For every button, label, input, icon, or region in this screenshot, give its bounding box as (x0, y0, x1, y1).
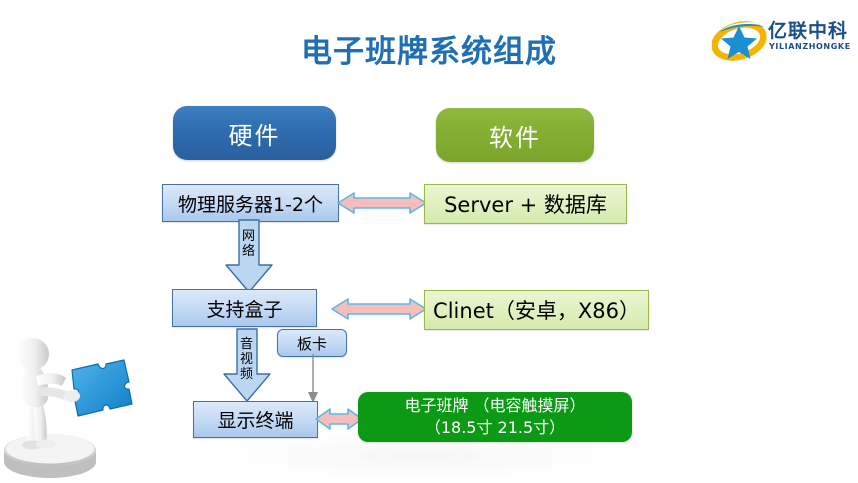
decorative-figure-puzzle (2, 330, 134, 480)
node-electronic-class-panel: 电子班牌 （电容触摸屏） （18.5寸 21.5寸） (358, 392, 632, 442)
page-title: 电子班牌系统组成 (301, 34, 557, 70)
connector-label-av: 音视频 (239, 337, 253, 382)
node-support-box-label: 支持盒子 (206, 298, 283, 321)
column-header-hardware: 硬件 (173, 106, 336, 160)
arrow-network-down (225, 219, 273, 293)
company-logo: 亿联中科 YILIANZHONGKE (711, 18, 852, 68)
node-physical-server: 物理服务器1-2个 (162, 184, 339, 222)
arrow-boardcard-to-display (308, 354, 318, 403)
node-display-terminal: 显示终端 (193, 401, 318, 438)
logo-company-name: 亿联中科 (768, 20, 849, 42)
node-client: Clinet（安卓，X86） (424, 290, 649, 330)
node-board-card: 板卡 (277, 329, 347, 357)
logo-mark-icon (711, 21, 767, 61)
node-server-database-label: Server + 数据库 (444, 193, 607, 217)
arrow-av-down (223, 328, 271, 402)
node-server-database: Server + 数据库 (424, 184, 627, 224)
logo-company-pinyin: YILIANZHONGKE (769, 42, 851, 51)
column-header-software: 软件 (436, 108, 594, 162)
node-client-label: Clinet（安卓，X86） (433, 299, 640, 323)
person-puzzle-icon (4, 338, 133, 478)
column-header-software-label: 软件 (489, 123, 541, 152)
slide-shadow (200, 432, 640, 480)
arrow-display-to-panel (315, 408, 363, 430)
node-display-terminal-label: 显示终端 (217, 410, 294, 432)
arrow-server-to-serverdb (337, 192, 427, 214)
node-electronic-class-panel-line1: 电子班牌 （电容触摸屏） (404, 396, 586, 415)
node-support-box: 支持盒子 (172, 289, 317, 327)
node-board-card-label: 板卡 (296, 334, 327, 353)
column-header-hardware-label: 硬件 (228, 121, 281, 150)
arrow-supportbox-to-client (331, 298, 427, 320)
connector-label-network: 网络 (241, 229, 255, 259)
node-electronic-class-panel-line2: （18.5寸 21.5寸） (424, 418, 566, 437)
node-physical-server-label: 物理服务器1-2个 (177, 193, 324, 216)
